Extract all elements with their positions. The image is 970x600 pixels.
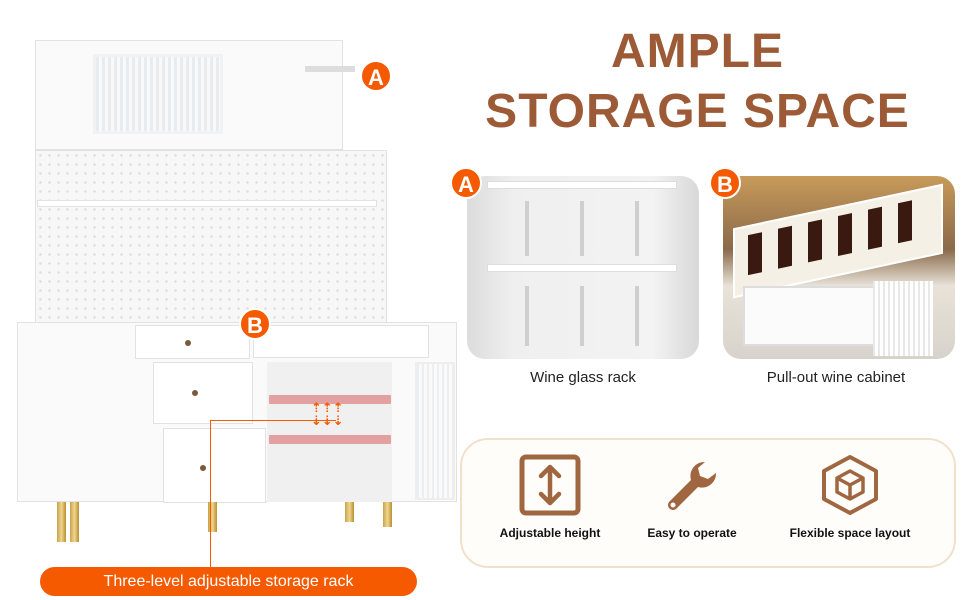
open-cabinet-interior — [267, 362, 392, 502]
feature-label: Flexible space layout — [789, 526, 911, 540]
callout-badge-b: B — [709, 167, 741, 199]
hutch-back — [35, 150, 387, 325]
cabinet-leg — [383, 502, 392, 527]
adjustable-shelf-upper — [269, 395, 391, 404]
pull-out-wine-cabinet-photo — [723, 176, 955, 359]
cabinet-illustration: ⇡⇡⇡⇣⇣⇣ — [15, 40, 457, 570]
feature-label: Adjustable height — [499, 526, 601, 540]
wrench-icon — [668, 461, 717, 510]
feature-label: Easy to operate — [647, 526, 737, 540]
cube-icon — [822, 455, 878, 515]
drawer-top — [135, 325, 250, 359]
caption-pull-out-wine-cabinet: Pull-out wine cabinet — [766, 369, 906, 386]
storage-rack-label: Three-level adjustable storage rack — [40, 567, 417, 596]
headline-line2: STORAGE SPACE — [485, 85, 910, 138]
drawer-knob — [185, 340, 191, 346]
callout-line — [210, 420, 336, 570]
adjustable-shelf-lower — [269, 435, 391, 444]
features-panel: Adjustable height Easy to operate Flexib… — [460, 438, 956, 568]
wine-rack-top — [253, 325, 429, 358]
feature-flexible-space-layout: Flexible space layout — [770, 454, 930, 540]
hutch-shelf — [37, 200, 377, 207]
fluted-glass-door — [873, 281, 933, 356]
glass-door-open — [415, 362, 455, 500]
headline-line1: AMPLE — [611, 25, 784, 78]
glass-rack-upper — [305, 66, 355, 72]
hanging-glasses — [507, 286, 657, 346]
feature-adjustable-height: Adjustable height — [470, 454, 630, 540]
hanging-glasses — [507, 201, 657, 256]
drawer-knob — [200, 465, 206, 471]
cabinet-leg — [70, 502, 79, 542]
cabinet-leg — [208, 502, 217, 532]
adjust-arrows-icon: ⇡⇡⇡⇣⇣⇣ — [311, 401, 344, 429]
drawer-knob — [192, 390, 198, 396]
feature-easy-to-operate: Easy to operate — [612, 454, 772, 540]
glass-door-upper — [93, 54, 223, 134]
cabinet-leg — [345, 502, 354, 522]
caption-wine-glass-rack: Wine glass rack — [530, 369, 636, 386]
adjustable-height-icon — [519, 454, 581, 516]
drawer-middle — [153, 362, 253, 424]
product-badge-b: B — [239, 308, 271, 340]
wine-glass-rack-photo — [467, 176, 699, 359]
glass-rack-bar — [487, 264, 677, 272]
cabinet-leg — [57, 502, 66, 542]
glass-rack-bar — [487, 181, 677, 189]
callout-badge-a: A — [450, 167, 482, 199]
product-badge-a: A — [360, 60, 392, 92]
